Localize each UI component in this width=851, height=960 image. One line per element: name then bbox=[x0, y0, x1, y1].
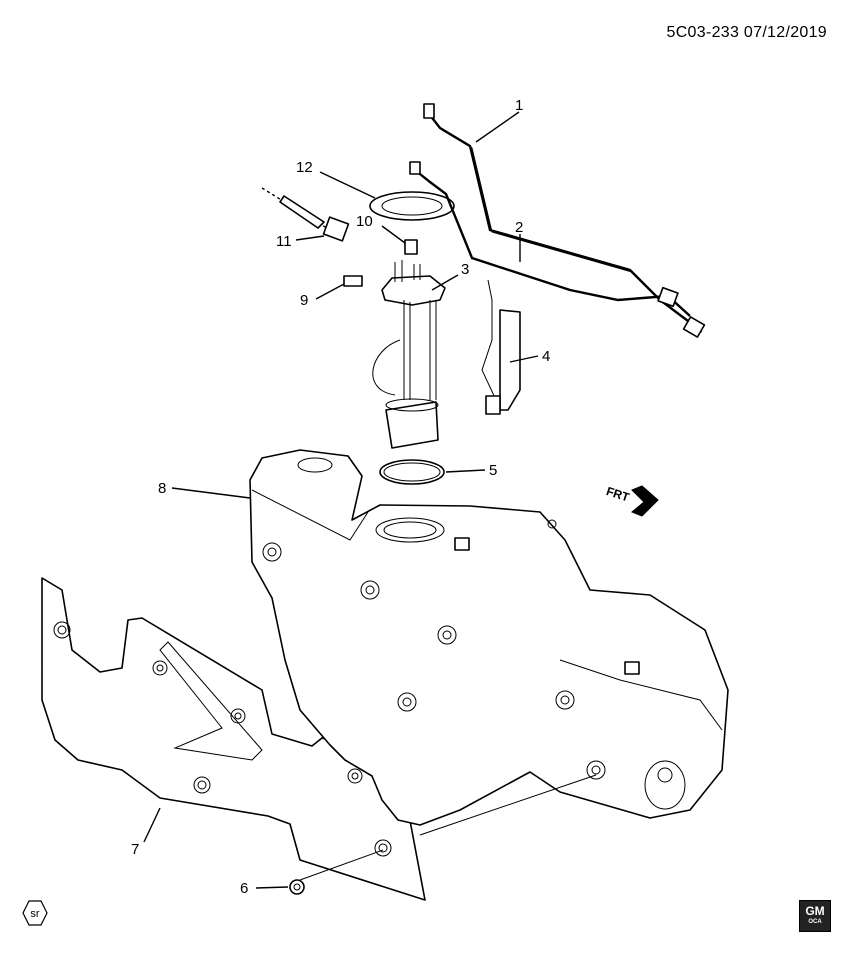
callout-2: 2 bbox=[515, 219, 523, 236]
gm-logo-subtext: OCA bbox=[808, 919, 822, 925]
sr-badge-icon: sr bbox=[22, 900, 48, 926]
callout-numbers: 1 2 3 4 5 6 7 8 9 10 11 12 bbox=[131, 97, 550, 897]
callout-4: 4 bbox=[542, 348, 550, 365]
frt-arrow-icon bbox=[631, 485, 659, 517]
callout-6: 6 bbox=[240, 880, 248, 897]
callout-11: 11 bbox=[276, 233, 292, 250]
callout-9: 9 bbox=[300, 292, 308, 309]
leader-lines bbox=[143, 111, 597, 889]
front-direction-arrow: FRT bbox=[605, 484, 659, 517]
callout-12: 12 bbox=[296, 159, 313, 176]
sr-label: sr bbox=[30, 908, 40, 920]
leader-10 bbox=[381, 225, 406, 244]
frt-label: FRT bbox=[605, 484, 632, 505]
gm-logo-icon: GM OCA bbox=[799, 900, 831, 932]
vent-hose-part-11 bbox=[261, 187, 350, 242]
leader-11 bbox=[295, 235, 325, 241]
clip-part-9 bbox=[343, 275, 363, 287]
leader-12 bbox=[319, 171, 376, 199]
leader-7 bbox=[143, 807, 161, 843]
nut-part-6 bbox=[289, 879, 305, 895]
leader-1 bbox=[475, 111, 520, 143]
leader-bolt-link bbox=[419, 774, 597, 836]
gm-logo-text: GM bbox=[805, 904, 825, 918]
evap-line-part-2 bbox=[409, 161, 691, 317]
fuel-tank-part bbox=[249, 449, 729, 826]
callout-8: 8 bbox=[158, 480, 166, 497]
leader-5 bbox=[445, 469, 486, 473]
callout-7: 7 bbox=[131, 841, 139, 858]
fuel-level-sensor-part-4 bbox=[481, 279, 521, 415]
leader-9 bbox=[315, 283, 345, 300]
fuel-pump-module-part bbox=[372, 260, 446, 449]
callout-10: 10 bbox=[356, 213, 373, 230]
lock-ring-part bbox=[369, 191, 455, 221]
callout-3: 3 bbox=[461, 261, 469, 278]
leader-nut-link bbox=[299, 849, 384, 881]
leader-3 bbox=[431, 274, 459, 291]
diagram-reference: 5C03-233 07/12/2019 bbox=[666, 24, 827, 41]
leader-6 bbox=[255, 886, 289, 889]
callout-1: 1 bbox=[515, 97, 523, 114]
callout-5: 5 bbox=[489, 462, 497, 479]
fitting-part-10 bbox=[404, 239, 418, 255]
leader-4 bbox=[509, 355, 539, 363]
leader-8 bbox=[171, 487, 251, 499]
fuel-pump-seal-part bbox=[379, 459, 445, 485]
